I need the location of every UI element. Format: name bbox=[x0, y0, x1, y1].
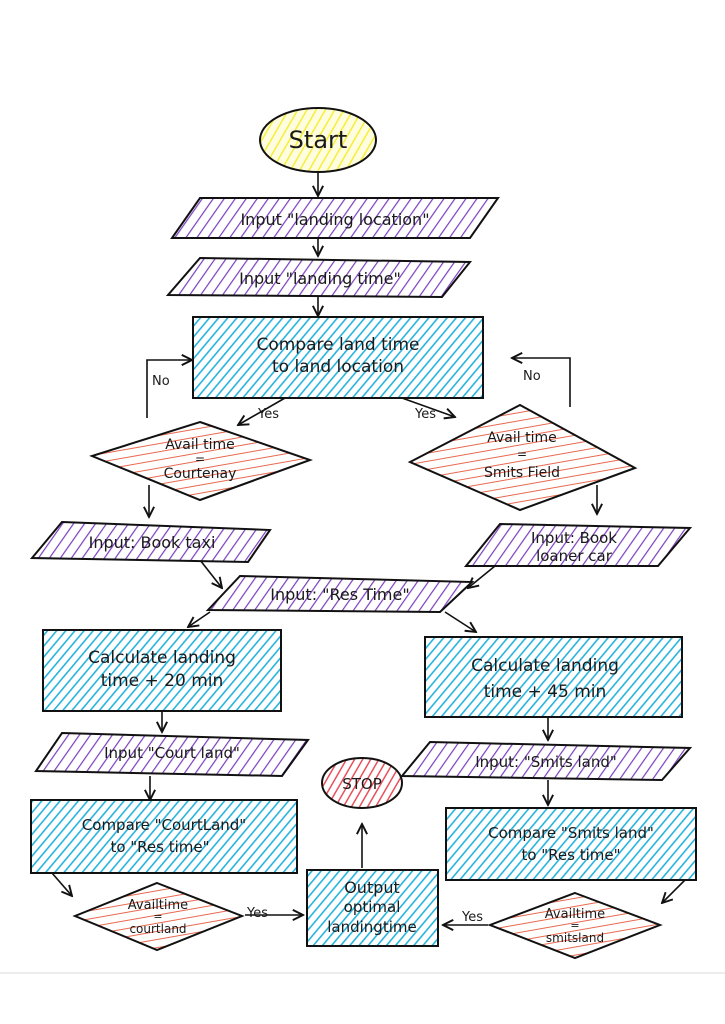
start-label: Start bbox=[289, 126, 348, 154]
calc45-line1: Calculate landing bbox=[471, 656, 619, 676]
stop-terminal: STOP bbox=[321, 757, 403, 809]
input-smits-land: Input: "Smits land" bbox=[399, 740, 693, 782]
decision-smitsland-line3: smitsland bbox=[546, 931, 604, 945]
input-book-loaner-car: Input: Book loaner car bbox=[463, 522, 693, 567]
decision-courtland-line3: courtland bbox=[129, 922, 186, 936]
decision-courtenay-line2: = bbox=[195, 452, 205, 466]
input-landing-time-label: Input "landing time" bbox=[239, 269, 401, 288]
compare-smitsland-process: Compare "Smits land" to "Res time" bbox=[445, 807, 697, 881]
decision-courtenay: Avail time = Courtenay bbox=[89, 420, 313, 502]
edge-label-yes-courtland: Yes bbox=[246, 906, 268, 921]
decision-courtland-line2: = bbox=[153, 910, 162, 923]
decision-smitsland-line1: Availtime bbox=[545, 907, 605, 922]
compare-smitsland-line2: to "Res time" bbox=[521, 846, 620, 864]
input-res-time: Input: "Res Time" bbox=[205, 574, 475, 614]
input-landing-location-label: Input "landing location" bbox=[240, 210, 429, 229]
compare-landtime-line1: Compare land time bbox=[256, 335, 419, 355]
input-book-taxi: Input: Book taxi bbox=[29, 520, 272, 564]
decision-smitsland: Availtime = smitsland bbox=[487, 891, 663, 960]
decision-smits-line1: Avail time bbox=[487, 430, 556, 446]
calculate-plus-20-process: Calculate landing time + 20 min bbox=[42, 629, 282, 712]
calc45-line2: time + 45 min bbox=[484, 682, 607, 702]
input-landing-time: Input "landing time" bbox=[165, 256, 473, 299]
edge-label-yes-right: Yes bbox=[414, 407, 436, 422]
output-line1: Output bbox=[344, 878, 400, 897]
input-smits-land-label: Input: "Smits land" bbox=[475, 753, 617, 771]
edge-label-no-right: No bbox=[523, 369, 541, 384]
calculate-plus-45-process: Calculate landing time + 45 min bbox=[424, 636, 683, 718]
connectors bbox=[51, 173, 686, 925]
decision-courtland-line1: Availtime bbox=[128, 898, 188, 913]
decision-courtland: Availtime = courtland bbox=[72, 881, 245, 952]
decision-smitsland-line2: = bbox=[570, 919, 579, 932]
decision-courtenay-line3: Courtenay bbox=[164, 466, 237, 482]
decision-smits-field: Avail time = Smits Field bbox=[407, 403, 638, 512]
decision-courtenay-line1: Avail time bbox=[165, 437, 234, 453]
calc20-line2: time + 20 min bbox=[101, 671, 224, 691]
input-court-land: Input "Court land" bbox=[34, 731, 310, 778]
output-line3: landingtime bbox=[327, 918, 416, 936]
compare-courtland-process: Compare "CourtLand" to "Res time" bbox=[30, 799, 298, 874]
edge-label-yes-left: Yes bbox=[257, 407, 279, 422]
compare-landtime-line2: to land location bbox=[272, 357, 404, 377]
input-loaner-line1: Input: Book bbox=[531, 529, 617, 547]
output-optimal-landing-time: Output optimal landingtime bbox=[306, 869, 439, 947]
edge-label-yes-smitsland: Yes bbox=[461, 910, 483, 925]
input-loaner-line2: loaner car bbox=[536, 547, 613, 565]
compare-landtime-process: Compare land time to land location bbox=[192, 316, 484, 399]
input-book-taxi-label: Input: Book taxi bbox=[89, 533, 216, 552]
calc20-line1: Calculate landing bbox=[88, 648, 236, 668]
input-res-time-label: Input: "Res Time" bbox=[270, 585, 409, 604]
decision-smits-line2: = bbox=[517, 447, 527, 461]
output-line2: optimal bbox=[344, 898, 401, 916]
input-court-land-label: Input "Court land" bbox=[104, 744, 240, 762]
edge-label-no-left: No bbox=[152, 374, 170, 389]
compare-courtland-line2: to "Res time" bbox=[110, 838, 209, 856]
decision-smits-line3: Smits Field bbox=[484, 465, 560, 481]
compare-courtland-line1: Compare "CourtLand" bbox=[82, 816, 246, 834]
input-landing-location: Input "landing location" bbox=[170, 197, 500, 239]
compare-smitsland-line1: Compare "Smits land" bbox=[488, 824, 654, 842]
stop-label: STOP bbox=[342, 775, 382, 793]
start-terminal: Start bbox=[259, 107, 377, 173]
